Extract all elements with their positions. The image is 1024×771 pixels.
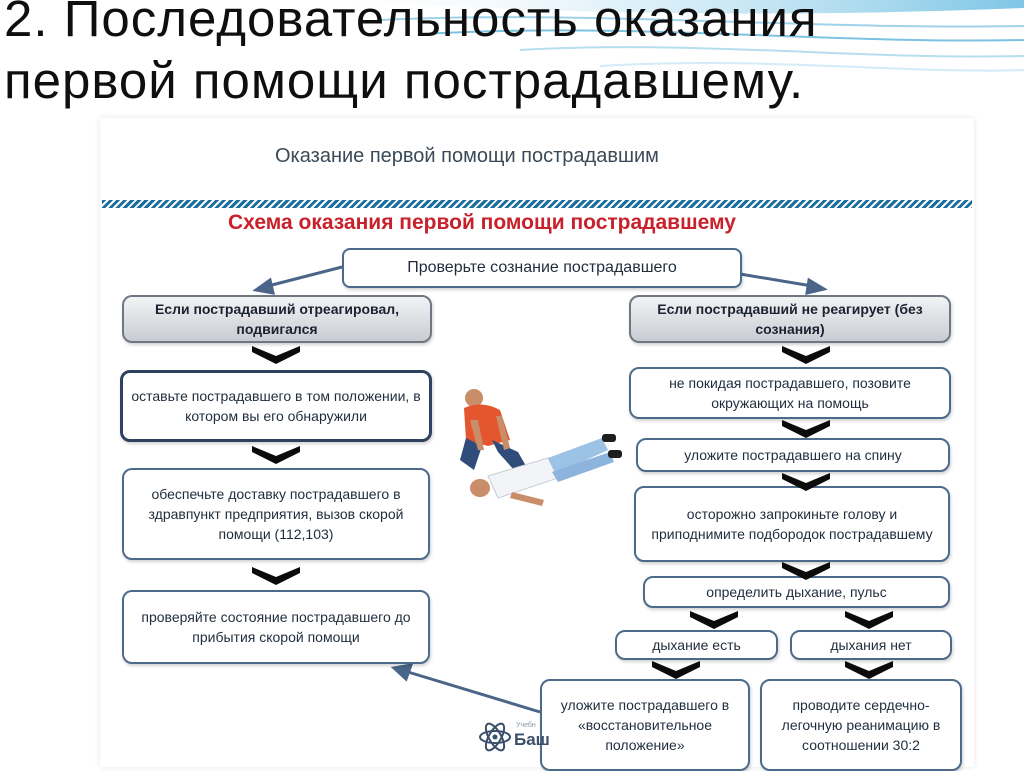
casualty-legs	[548, 438, 608, 474]
cpr-label: проводите сердечно-легочную реанимацию в…	[781, 697, 941, 753]
cpr-box: проводите сердечно-легочную реанимацию в…	[760, 679, 962, 771]
right-step-1-label: не покидая пострадавшего, позовите окруж…	[669, 375, 911, 411]
root-check-label: Проверьте сознание пострадавшего	[407, 259, 677, 276]
chevron-down-icon	[652, 661, 700, 679]
left-branch-header-label: Если пострадавший отреагировал, подвигал…	[154, 301, 400, 337]
right-branch-header-label: Если пострадавший не реагирует (без созн…	[657, 301, 923, 337]
arrow-back-head	[390, 663, 414, 682]
chevron-down-icon	[690, 611, 738, 629]
arrow-left-head	[252, 277, 275, 295]
arrow-right-icon	[739, 272, 813, 288]
breathing-yes-label: дыхание есть	[652, 637, 741, 653]
left-step-3: проверяйте состояние пострадавшего до пр…	[122, 590, 430, 664]
chevron-down-icon	[782, 420, 830, 438]
chevron-down-icon	[845, 661, 893, 679]
breathing-no-box: дыхания нет	[790, 630, 952, 660]
scheme-title: Схема оказания первой помощи пострадавше…	[228, 211, 736, 234]
left-branch-header: Если пострадавший отреагировал, подвигал…	[122, 295, 432, 343]
logo-caption: Учебн	[516, 722, 536, 729]
right-branch-header: Если пострадавший не реагирует (без созн…	[629, 295, 951, 343]
recovery-position-label: уложите пострадавшего в «восстановительн…	[560, 697, 730, 753]
left-step-1-label: оставьте пострадавшего в том положении, …	[131, 388, 421, 424]
header-wave	[300, 0, 1024, 72]
chevron-down-icon	[782, 562, 830, 580]
atom-logo-icon	[479, 722, 511, 752]
arrow-left-icon	[267, 265, 343, 288]
logo-text: Баш	[514, 730, 550, 749]
slide-title: 2. Последовательность оказания первой по…	[4, 0, 818, 109]
rescuer-head	[465, 389, 483, 407]
right-step-3-label: осторожно запрокиньте голову и приподним…	[651, 506, 933, 542]
right-step-2: уложите пострадавшего на спину	[636, 438, 950, 472]
chevron-down-icon	[845, 611, 893, 629]
divider-stripe	[102, 200, 972, 208]
right-step-4-label: определить дыхание, пульс	[706, 584, 887, 600]
left-step-1: оставьте пострадавшего в том положении, …	[120, 370, 432, 442]
arrow-back-icon	[407, 670, 541, 714]
first-aid-illustration	[460, 389, 622, 506]
chevron-down-icon	[252, 346, 300, 364]
root-check-box: Проверьте сознание пострадавшего	[342, 248, 742, 288]
right-step-4: определить дыхание, пульс	[643, 576, 950, 608]
chevron-down-icon	[782, 473, 830, 491]
chevron-down-icon	[252, 567, 300, 585]
casualty-head	[470, 479, 490, 497]
left-step-3-label: проверяйте состояние пострадавшего до пр…	[141, 609, 411, 645]
breathing-yes-box: дыхание есть	[615, 630, 778, 660]
recovery-position-box: уложите пострадавшего в «восстановительн…	[540, 679, 750, 771]
chevron-down-icon	[782, 346, 830, 364]
panel-title: Оказание первой помощи пострадавшим	[275, 145, 659, 167]
right-step-2-label: уложите пострадавшего на спину	[684, 447, 902, 463]
chevron-down-icon	[252, 446, 300, 464]
left-step-2-label: обеспечьте доставку пострадавшего в здра…	[148, 486, 404, 542]
breathing-no-label: дыхания нет	[830, 637, 912, 653]
left-step-2: обеспечьте доставку пострадавшего в здра…	[122, 468, 430, 560]
right-step-1: не покидая пострадавшего, позовите окруж…	[629, 367, 951, 419]
right-step-3: осторожно запрокиньте голову и приподним…	[634, 486, 950, 562]
arrow-right-head	[805, 277, 828, 295]
